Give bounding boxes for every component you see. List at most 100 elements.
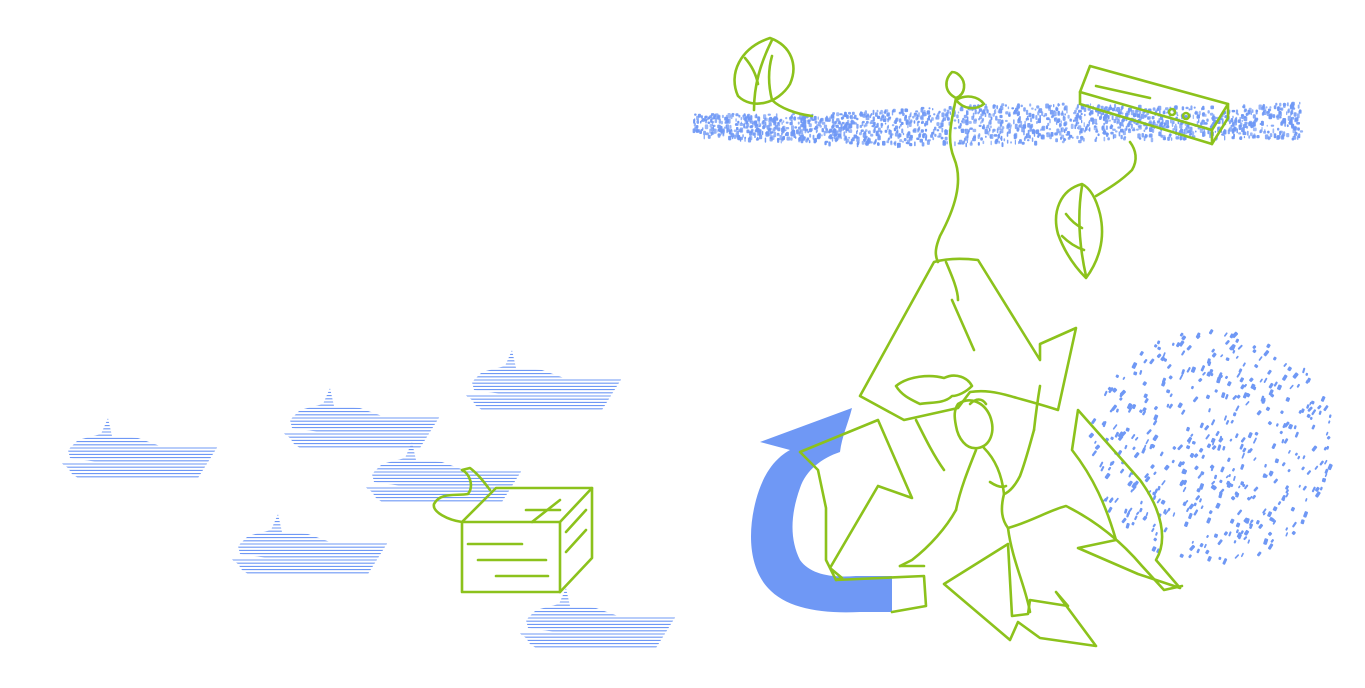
speckle	[1268, 382, 1274, 389]
speckle	[1230, 496, 1236, 501]
speckle	[1128, 128, 1131, 132]
speckle	[1145, 439, 1149, 445]
speckle	[1116, 120, 1118, 125]
speckle	[1046, 117, 1050, 121]
speckle	[944, 129, 946, 133]
speckle	[721, 129, 725, 133]
speckle	[1199, 483, 1205, 490]
speckle	[1198, 118, 1200, 124]
speckle	[1195, 495, 1201, 501]
speckle	[807, 119, 811, 125]
speckle	[968, 128, 970, 133]
speckle	[1225, 420, 1230, 425]
speckle	[880, 122, 883, 128]
speckle	[1288, 423, 1293, 430]
speckle	[1075, 114, 1080, 119]
speckle	[1272, 520, 1277, 525]
speckle	[797, 116, 801, 120]
speckle	[1166, 403, 1170, 408]
speckle	[1099, 461, 1104, 468]
speckle	[944, 113, 949, 117]
speckle	[1264, 134, 1269, 140]
paper-boat-icon	[60, 418, 218, 478]
speckle	[1217, 444, 1222, 451]
speckle	[1080, 127, 1085, 131]
speckle	[1107, 466, 1112, 471]
speckle	[1055, 138, 1058, 143]
speckle	[1310, 400, 1315, 405]
speckle	[834, 138, 839, 142]
speckle	[1284, 421, 1290, 428]
speckle	[1285, 485, 1289, 490]
speckle	[1134, 480, 1139, 486]
speckle	[1240, 552, 1244, 558]
speckle	[1300, 519, 1305, 525]
speckle	[1080, 112, 1083, 116]
speckle	[905, 120, 909, 124]
speckle	[1016, 112, 1019, 117]
speckle	[1128, 406, 1133, 413]
speckle	[809, 127, 813, 132]
speckle	[1293, 112, 1297, 117]
speckle	[1156, 340, 1161, 345]
speckle	[1166, 111, 1168, 114]
speckle	[914, 141, 916, 147]
speckle	[1153, 537, 1158, 542]
speckle	[1181, 335, 1187, 341]
speckle	[1230, 483, 1234, 488]
speckle	[1184, 500, 1189, 504]
speckle	[944, 136, 948, 141]
speckle	[781, 121, 783, 125]
speckle	[884, 122, 887, 125]
recycle-arrows-icon	[798, 257, 1182, 648]
speckle	[972, 128, 977, 133]
speckle	[1140, 113, 1145, 119]
speckle	[1176, 342, 1181, 348]
speckle	[1080, 135, 1083, 141]
speckle	[946, 117, 950, 121]
speckle	[876, 109, 879, 113]
speckle	[1010, 141, 1012, 144]
speckle	[1012, 111, 1015, 115]
speckle	[1307, 406, 1313, 412]
speckle	[838, 127, 842, 132]
speckle	[1018, 116, 1021, 119]
speckle	[1155, 532, 1158, 536]
speckle	[1207, 556, 1212, 562]
speckle	[1156, 498, 1161, 504]
speckle	[1160, 356, 1166, 362]
speckle	[1281, 495, 1285, 501]
speckle	[1192, 114, 1194, 120]
speckle	[1240, 530, 1244, 535]
speckle	[1161, 381, 1166, 387]
speckle	[1227, 381, 1232, 387]
speckle	[865, 141, 869, 146]
speckle	[821, 121, 826, 125]
speckle	[856, 130, 858, 135]
speckle	[737, 120, 740, 124]
speckle	[783, 135, 785, 140]
speckle	[727, 113, 731, 118]
speckle	[1126, 511, 1131, 516]
speckle	[1168, 403, 1173, 409]
speckle	[1030, 123, 1034, 128]
speckle	[875, 131, 878, 137]
speckle	[1132, 485, 1137, 491]
speckle	[1115, 408, 1119, 413]
speckle	[1140, 500, 1143, 505]
speckle	[1297, 455, 1301, 460]
speckle	[1083, 129, 1086, 133]
speckle	[1315, 486, 1320, 492]
speckle	[703, 134, 705, 140]
speckle	[981, 111, 985, 114]
speckle	[1267, 136, 1271, 140]
speckle	[721, 114, 724, 119]
speckle	[916, 137, 920, 140]
speckle	[1299, 101, 1301, 105]
speckle	[1286, 111, 1288, 116]
speckle	[754, 135, 756, 139]
speckle	[819, 118, 823, 122]
speckle	[986, 109, 989, 114]
speckle	[1049, 134, 1052, 140]
speckle	[1115, 374, 1120, 378]
